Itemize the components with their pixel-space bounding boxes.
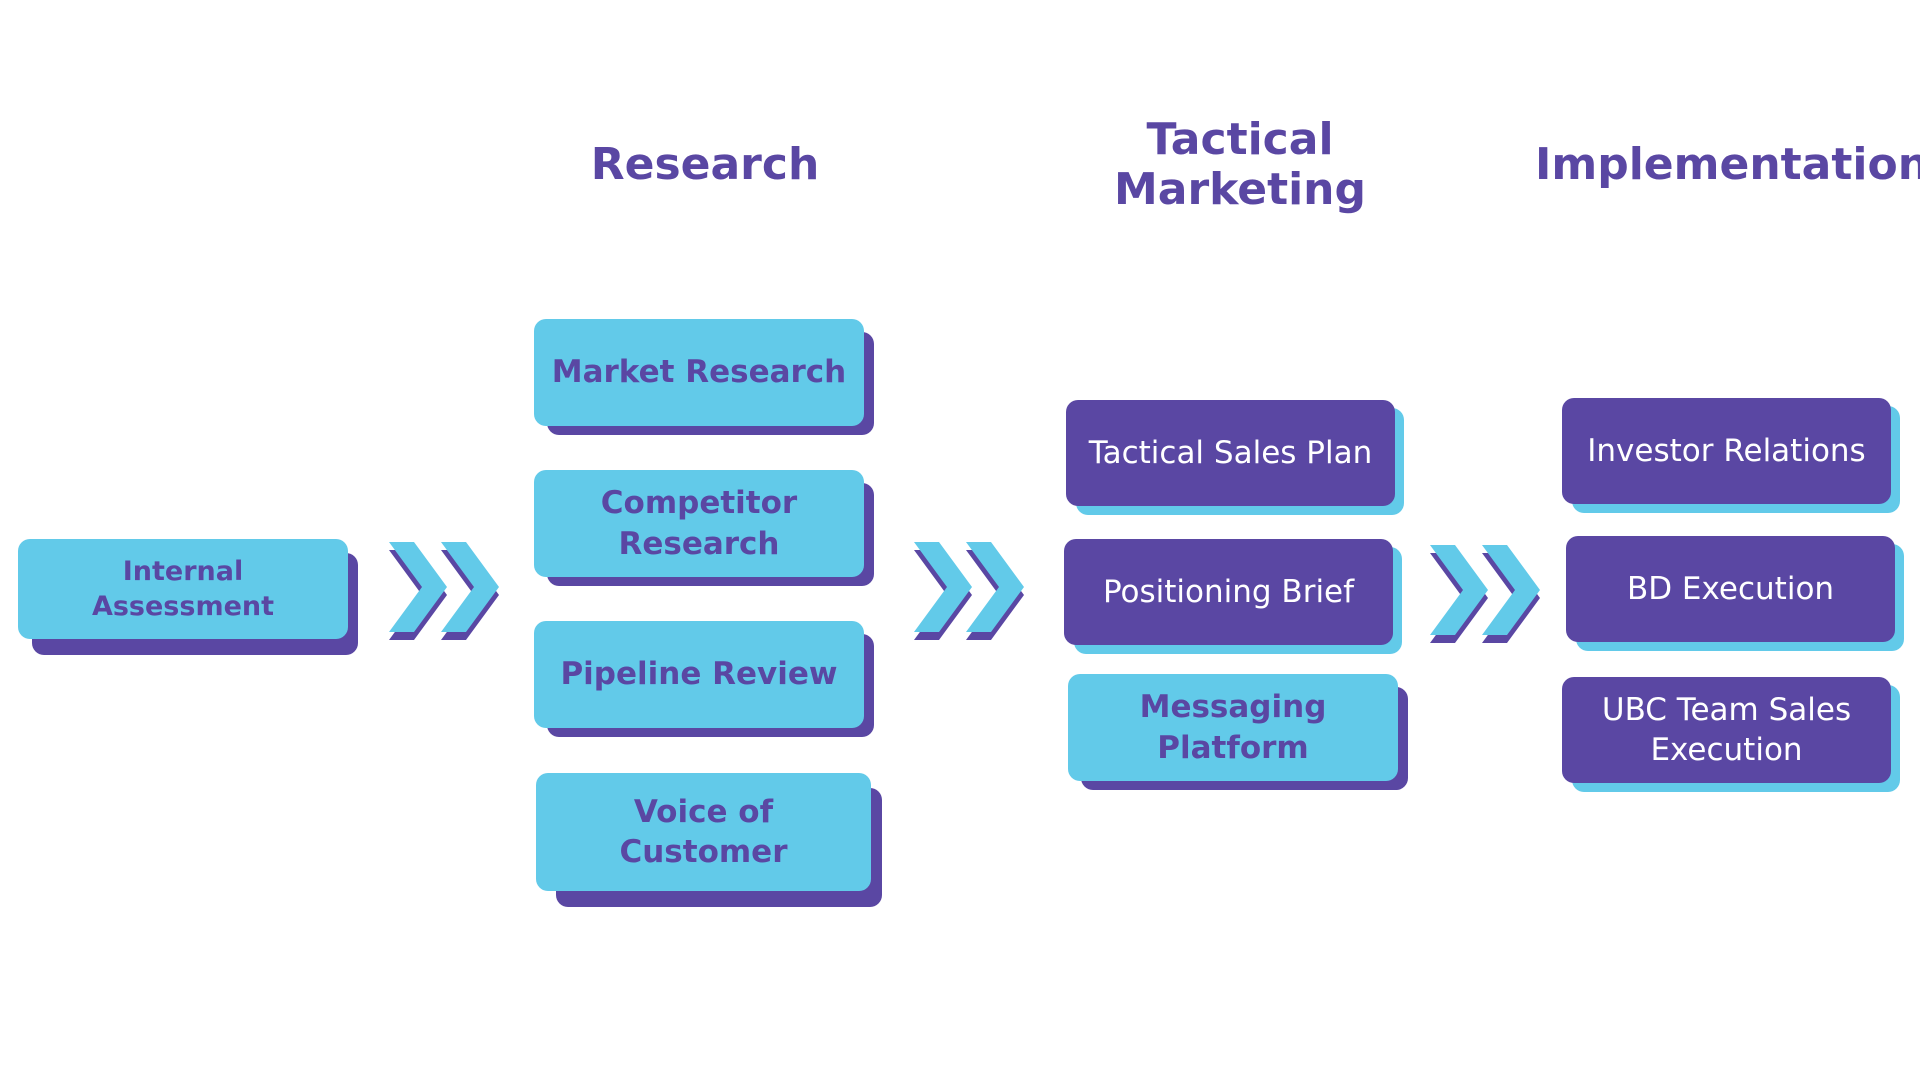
bd-execution-label: BD Execution (1566, 536, 1895, 642)
investor-relations-box: Investor Relations (1562, 398, 1900, 513)
messaging-platform-label: Messaging Platform (1068, 674, 1398, 781)
investor-relations-label: Investor Relations (1562, 398, 1891, 504)
messaging-platform-box: Messaging Platform (1068, 674, 1408, 792)
bd-execution-box: BD Execution (1566, 536, 1904, 651)
double-chevron-right-icon (1430, 545, 1540, 643)
tactical-sales-plan-label: Tactical Sales Plan (1066, 400, 1395, 506)
double-chevron-right-icon (389, 542, 499, 640)
market-research-box: Market Research (534, 319, 874, 437)
positioning-brief-box: Positioning Brief (1064, 539, 1402, 654)
heading-tactical-marketing: Tactical Marketing (1113, 114, 1367, 215)
competitor-research-box: Competitor Research (534, 470, 874, 588)
competitor-research-label: Competitor Research (534, 470, 864, 577)
market-research-label: Market Research (534, 319, 864, 426)
pipeline-review-label: Pipeline Review (534, 621, 864, 728)
voice-of-customer-box: Voice of Customer (536, 773, 882, 907)
pipeline-review-box: Pipeline Review (534, 621, 874, 739)
tactical-sales-plan-box: Tactical Sales Plan (1066, 400, 1404, 515)
heading-implementation: Implementation (1535, 139, 1920, 190)
ubc-team-sales-execution-label: UBC Team Sales Execution (1562, 677, 1891, 783)
internal-assessment-label: Internal Assessment (18, 539, 348, 639)
double-chevron-right-icon (914, 542, 1024, 640)
ubc-team-sales-execution-box: UBC Team Sales Execution (1562, 677, 1900, 792)
internal-assessment-box: Internal Assessment (18, 539, 358, 655)
heading-research: Research (590, 139, 820, 190)
positioning-brief-label: Positioning Brief (1064, 539, 1393, 645)
voice-of-customer-label: Voice of Customer (536, 773, 871, 891)
